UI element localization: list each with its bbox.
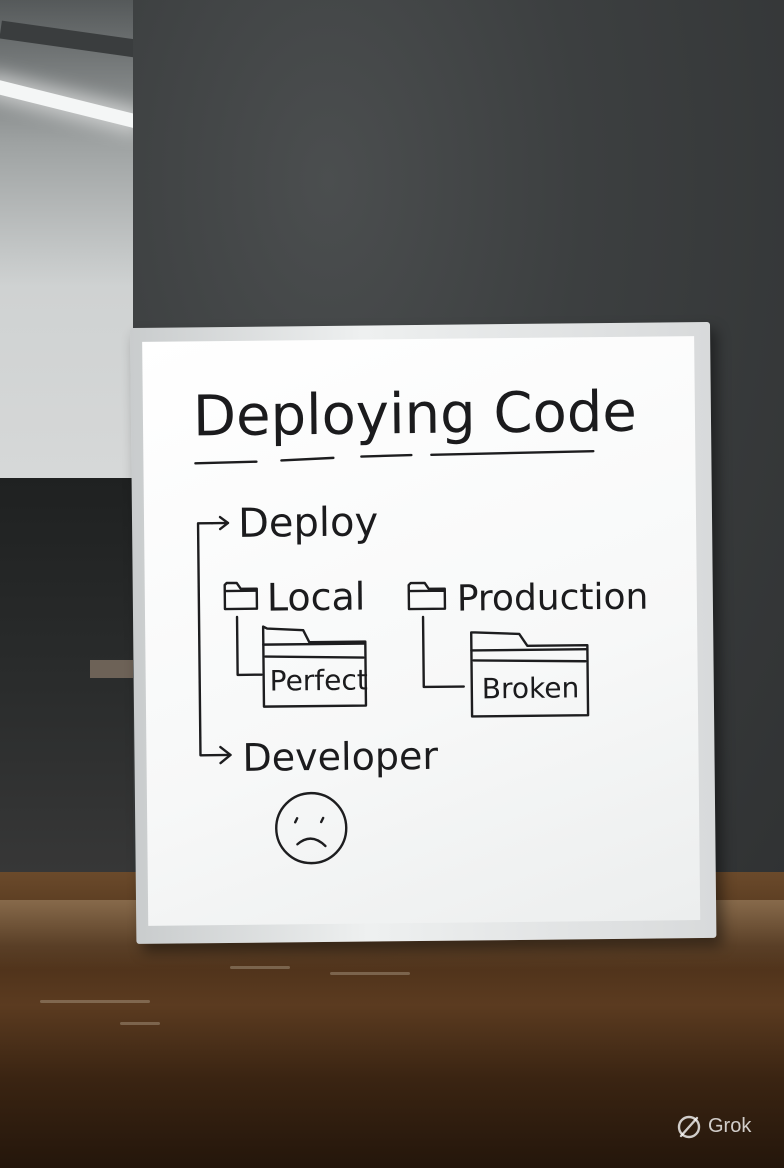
local-connector (235, 615, 263, 677)
whiteboard-title: Deploying Code (193, 380, 638, 450)
production-folder-label: Broken (482, 671, 580, 705)
arrow-right-icon (219, 745, 232, 765)
whiteboard-drawing: Deploying Code Deploy Local Perfect (193, 380, 649, 865)
background-room-lower (0, 478, 136, 888)
table-scratch (40, 1000, 150, 1003)
arrow-right-icon (210, 515, 230, 531)
production-label: Production (457, 577, 649, 620)
folder-icon (223, 581, 259, 611)
folder-icon (261, 625, 368, 708)
table-scratch (120, 1022, 160, 1025)
table-scratch (230, 966, 290, 969)
background-room-upper (0, 0, 136, 478)
local-folder-label: Perfect (270, 664, 368, 698)
local-label: Local (267, 575, 366, 620)
production-connector (421, 615, 465, 689)
developer-label: Developer (242, 734, 438, 780)
table-scratch (330, 972, 410, 975)
grok-logo-icon (677, 1115, 701, 1139)
watermark-text: Grok (708, 1115, 752, 1137)
loop-connector (196, 521, 232, 757)
whiteboard: Deploying Code Deploy Local Perfect (130, 321, 717, 944)
title-underline (194, 449, 595, 465)
watermark: Grok (676, 1112, 776, 1142)
deploy-label: Deploy (238, 499, 379, 546)
sad-face-icon (275, 791, 348, 865)
background-shelf (90, 660, 136, 678)
folder-icon (407, 581, 447, 611)
folder-icon (470, 631, 590, 718)
